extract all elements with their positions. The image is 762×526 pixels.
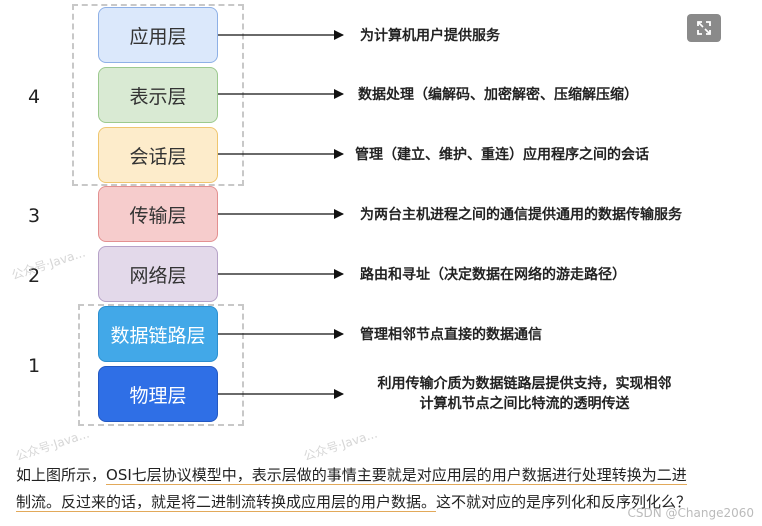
caption-line-2: 制流。反过来的话，就是将二进制流转换成应用层的用户数据。这不就对应的是序列化和反… <box>16 489 752 516</box>
desc-presentation: 数据处理（编解码、加密解密、压缩解压缩） <box>358 87 638 103</box>
expand-icon <box>697 21 711 35</box>
desc-application: 为计算机用户提供服务 <box>360 28 500 44</box>
group-number-2: 2 <box>28 265 41 287</box>
desc-transport: 为两台主机进程之间的通信提供通用的数据传输服务 <box>360 207 682 223</box>
caption-line1-highlight: OSI七层协议模型中，表示层做的事情主要就是对应用层的用户数据进行处理转换为二进 <box>106 466 687 485</box>
layer-application: 应用层 <box>98 7 218 63</box>
group-number-1: 1 <box>28 355 41 377</box>
expand-button[interactable] <box>687 14 721 42</box>
arrows <box>218 30 344 399</box>
caption-line2-end: 这不就对应的是序列化和反序列化么？ <box>436 493 692 511</box>
group-number-3: 3 <box>28 205 41 227</box>
group-box-lower <box>78 304 244 426</box>
desc-network: 路由和寻址（决定数据在网络的游走路径） <box>360 267 626 283</box>
desc-physical-line2: 计算机节点之间比特流的透明传送 <box>419 396 630 412</box>
layer-network: 网络层 <box>98 246 218 302</box>
group-box-upper <box>72 4 244 186</box>
desc-session: 管理（建立、维护、重连）应用程序之间的会话 <box>355 147 649 163</box>
desc-physical-line1: 利用传输介质为数据链路层提供支持，实现相邻 <box>377 376 672 392</box>
layer-transport: 传输层 <box>98 186 218 242</box>
caption-line2-highlight: 制流。反过来的话，就是将二进制流转换成应用层的用户数据。 <box>16 493 437 512</box>
caption-line-1: 如上图所示，OSI七层协议模型中，表示层做的事情主要就是对应用层的用户数据进行处… <box>16 462 752 489</box>
layer-session: 会话层 <box>98 127 218 183</box>
caption-paragraph: 如上图所示，OSI七层协议模型中，表示层做的事情主要就是对应用层的用户数据进行处… <box>16 462 752 516</box>
desc-physical: 利用传输介质为数据链路层提供支持，实现相邻 计算机节点之间比特流的透明传送 <box>352 374 697 414</box>
desc-datalink: 管理相邻节点直接的数据通信 <box>360 327 542 343</box>
layer-physical: 物理层 <box>98 366 218 422</box>
group-number-4: 4 <box>28 86 41 108</box>
caption-line1-start: 如上图所示， <box>16 466 107 484</box>
credit-watermark: CSDN @Change2060 <box>627 506 754 520</box>
layer-datalink: 数据链路层 <box>98 306 218 362</box>
layer-presentation: 表示层 <box>98 67 218 123</box>
